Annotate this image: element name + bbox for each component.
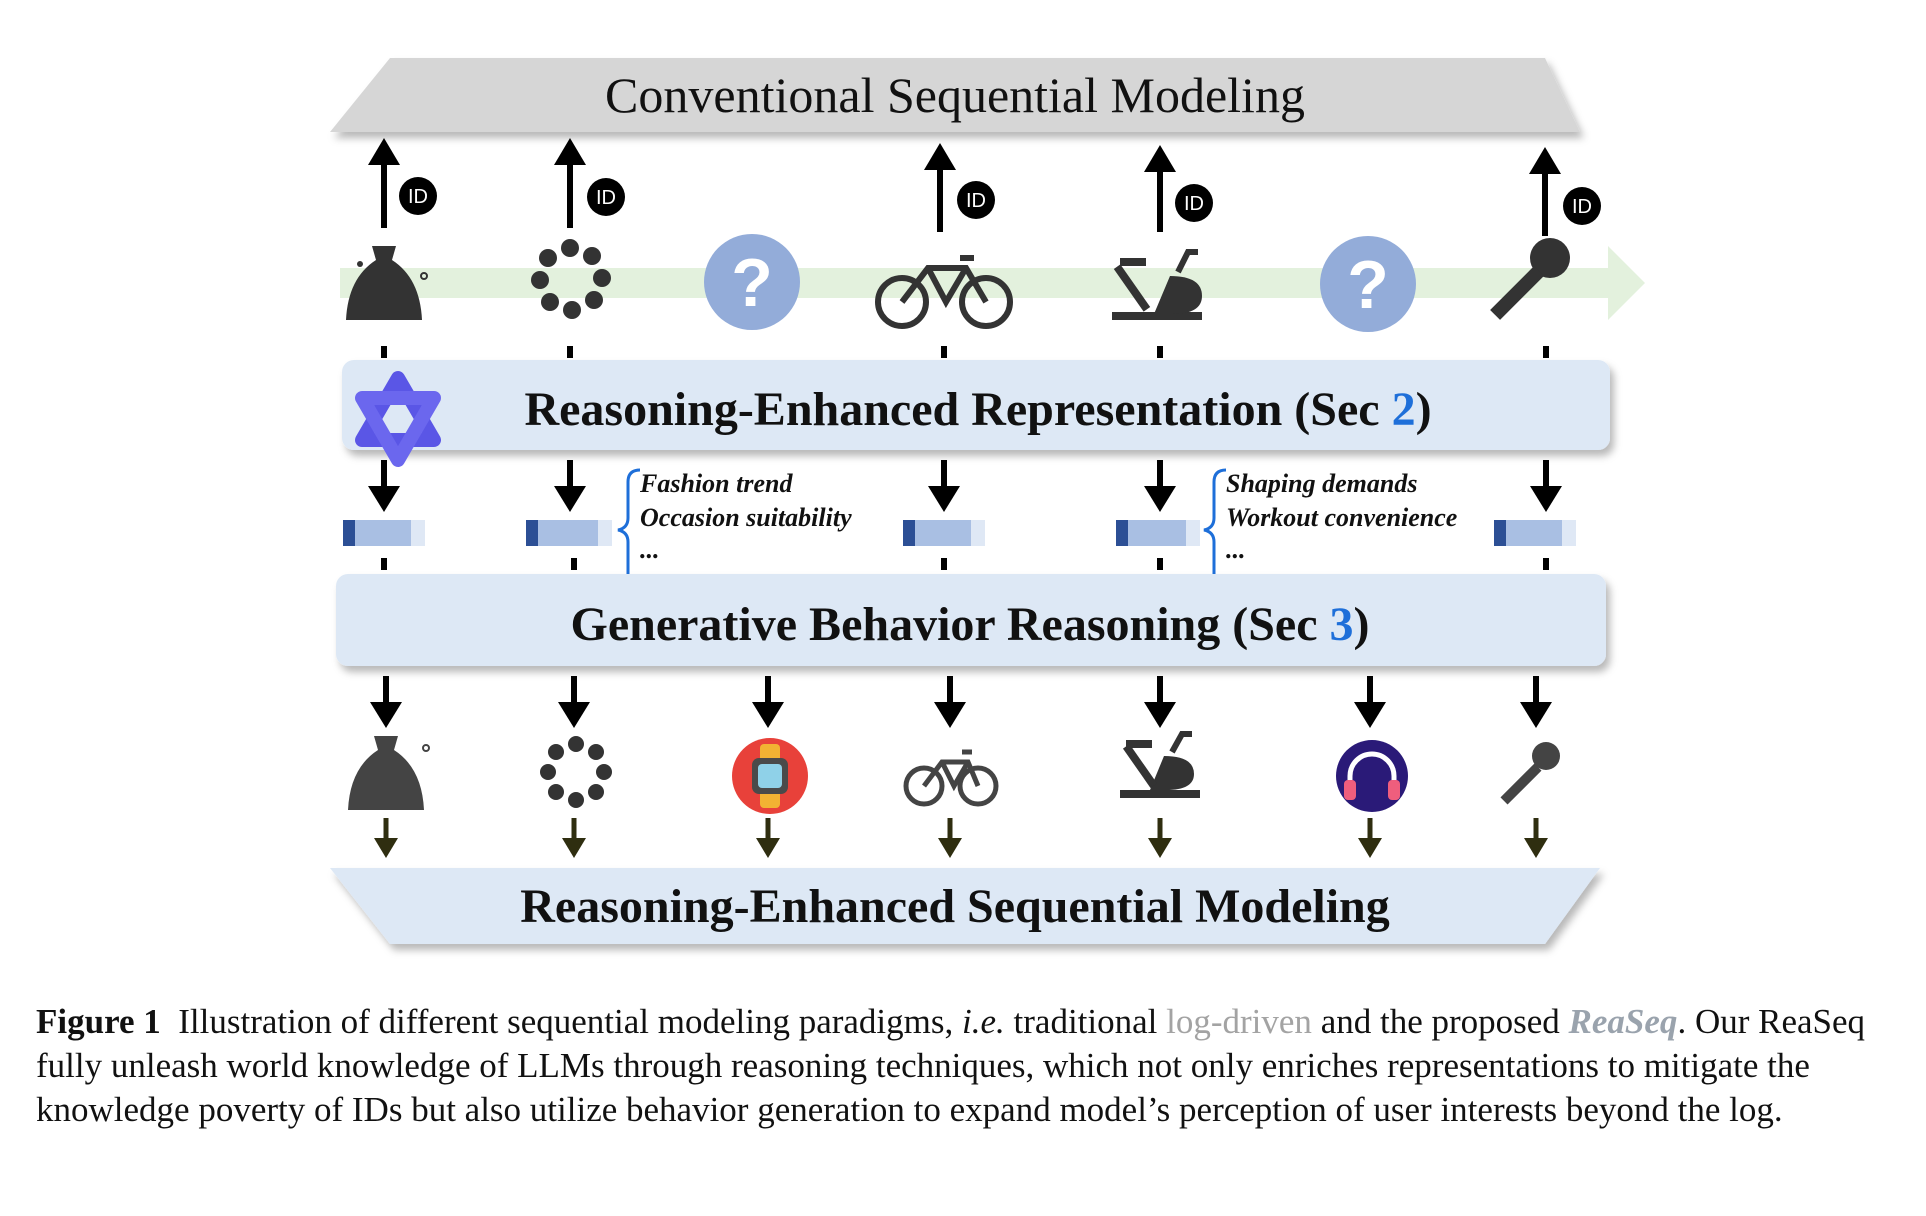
figure-caption: Figure 1 Illustration of different seque… [36, 1000, 1906, 1132]
svg-text:ID: ID [1184, 193, 1204, 215]
gbr-block-label: Generative Behavior Reasoning (Sec 3) [570, 598, 1369, 651]
id-badge-4: ID [1175, 184, 1213, 222]
svg-text:ID: ID [1572, 196, 1592, 218]
necklace-icon [540, 736, 612, 808]
bicycle-icon [903, 749, 999, 807]
microphone-icon [1500, 742, 1560, 805]
necklace-icon [531, 239, 611, 319]
reasoning-enhanced-representation-block: Reasoning-Enhanced Representation (Sec 2… [342, 360, 1610, 467]
svg-text:ID: ID [966, 190, 986, 212]
caption-log-driven: log-driven [1166, 1002, 1312, 1041]
exercise-bike-icon [1112, 249, 1202, 320]
caption-ie: i.e. [962, 1002, 1005, 1041]
id-badge-5: ID [1563, 187, 1601, 225]
dress-icon [346, 246, 428, 320]
embedding-bar-3 [903, 520, 985, 546]
unknown-item-icon: ? [704, 234, 800, 330]
id-badge-2: ID [587, 178, 625, 216]
microphone-icon [1490, 238, 1570, 320]
note-left-2: Occasion suitability [640, 503, 852, 532]
embedding-bar-4 [1116, 520, 1200, 546]
caption-text-3: and the proposed [1311, 1002, 1569, 1041]
id-badge-3: ID [957, 181, 995, 219]
reasoning-enhanced-banner-label: Reasoning-Enhanced Sequential Modeling [520, 880, 1389, 933]
id-arrow-heads [368, 138, 1561, 174]
embedding-bar-1 [343, 520, 425, 546]
ree-block-label: Reasoning-Enhanced Representation (Sec 2… [524, 383, 1431, 436]
generative-behavior-reasoning-block: Generative Behavior Reasoning (Sec 3) [336, 574, 1606, 666]
paradigm-diagram: Conventional Sequential Modeling ID ID I… [330, 58, 1645, 944]
embedding-bars [343, 520, 1576, 546]
svg-text:ID: ID [596, 187, 616, 209]
note-left-1: Fashion trend [639, 469, 793, 498]
id-badges: ID ID ID ID ID [399, 177, 1601, 225]
embedding-arrow-heads [368, 486, 1562, 512]
reasoning-notes-right: Shaping demands Workout convenience ... [1203, 468, 1457, 592]
caption-text-2: traditional [1004, 1002, 1167, 1041]
headphones-icon [1336, 740, 1408, 812]
unknown-item-icon: ? [1320, 236, 1416, 332]
svg-text:?: ? [731, 245, 773, 321]
caption-reaseq: ReaSeq [1568, 1002, 1678, 1041]
note-left-3: ... [640, 535, 660, 564]
svg-text:ID: ID [408, 186, 428, 208]
figure-label: Figure 1 [36, 1002, 161, 1041]
output-arrow-heads [374, 838, 1548, 858]
conventional-banner-label: Conventional Sequential Modeling [605, 67, 1305, 123]
note-right-2: Workout convenience [1226, 503, 1457, 532]
id-arrows [381, 158, 1548, 236]
caption-text-4: . Our ReaSeq fully unleash world knowled… [36, 1002, 1866, 1129]
embedding-arrows [381, 460, 1549, 490]
embedding-bar-5 [1494, 520, 1576, 546]
embedding-bar-2 [526, 520, 612, 546]
llm-logo-icon [355, 371, 441, 467]
note-right-1: Shaping demands [1226, 469, 1417, 498]
smartwatch-icon [732, 738, 808, 814]
id-badge-1: ID [399, 177, 437, 215]
caption-text-1: Illustration of different sequential mod… [178, 1002, 963, 1041]
dress-icon [348, 736, 430, 810]
reasoning-enhanced-banner: Reasoning-Enhanced Sequential Modeling [330, 868, 1600, 944]
bicycle-icon [875, 255, 1013, 329]
svg-text:?: ? [1347, 247, 1389, 323]
conventional-banner: Conventional Sequential Modeling [330, 58, 1580, 132]
dashed-connectors [381, 346, 1549, 570]
generation-arrows [383, 676, 1539, 706]
note-right-3: ... [1226, 535, 1246, 564]
generation-arrow-heads [370, 702, 1552, 728]
exercise-bike-icon [1120, 731, 1200, 798]
reasoning-notes-left: Fashion trend Occasion suitability ... [617, 468, 852, 592]
